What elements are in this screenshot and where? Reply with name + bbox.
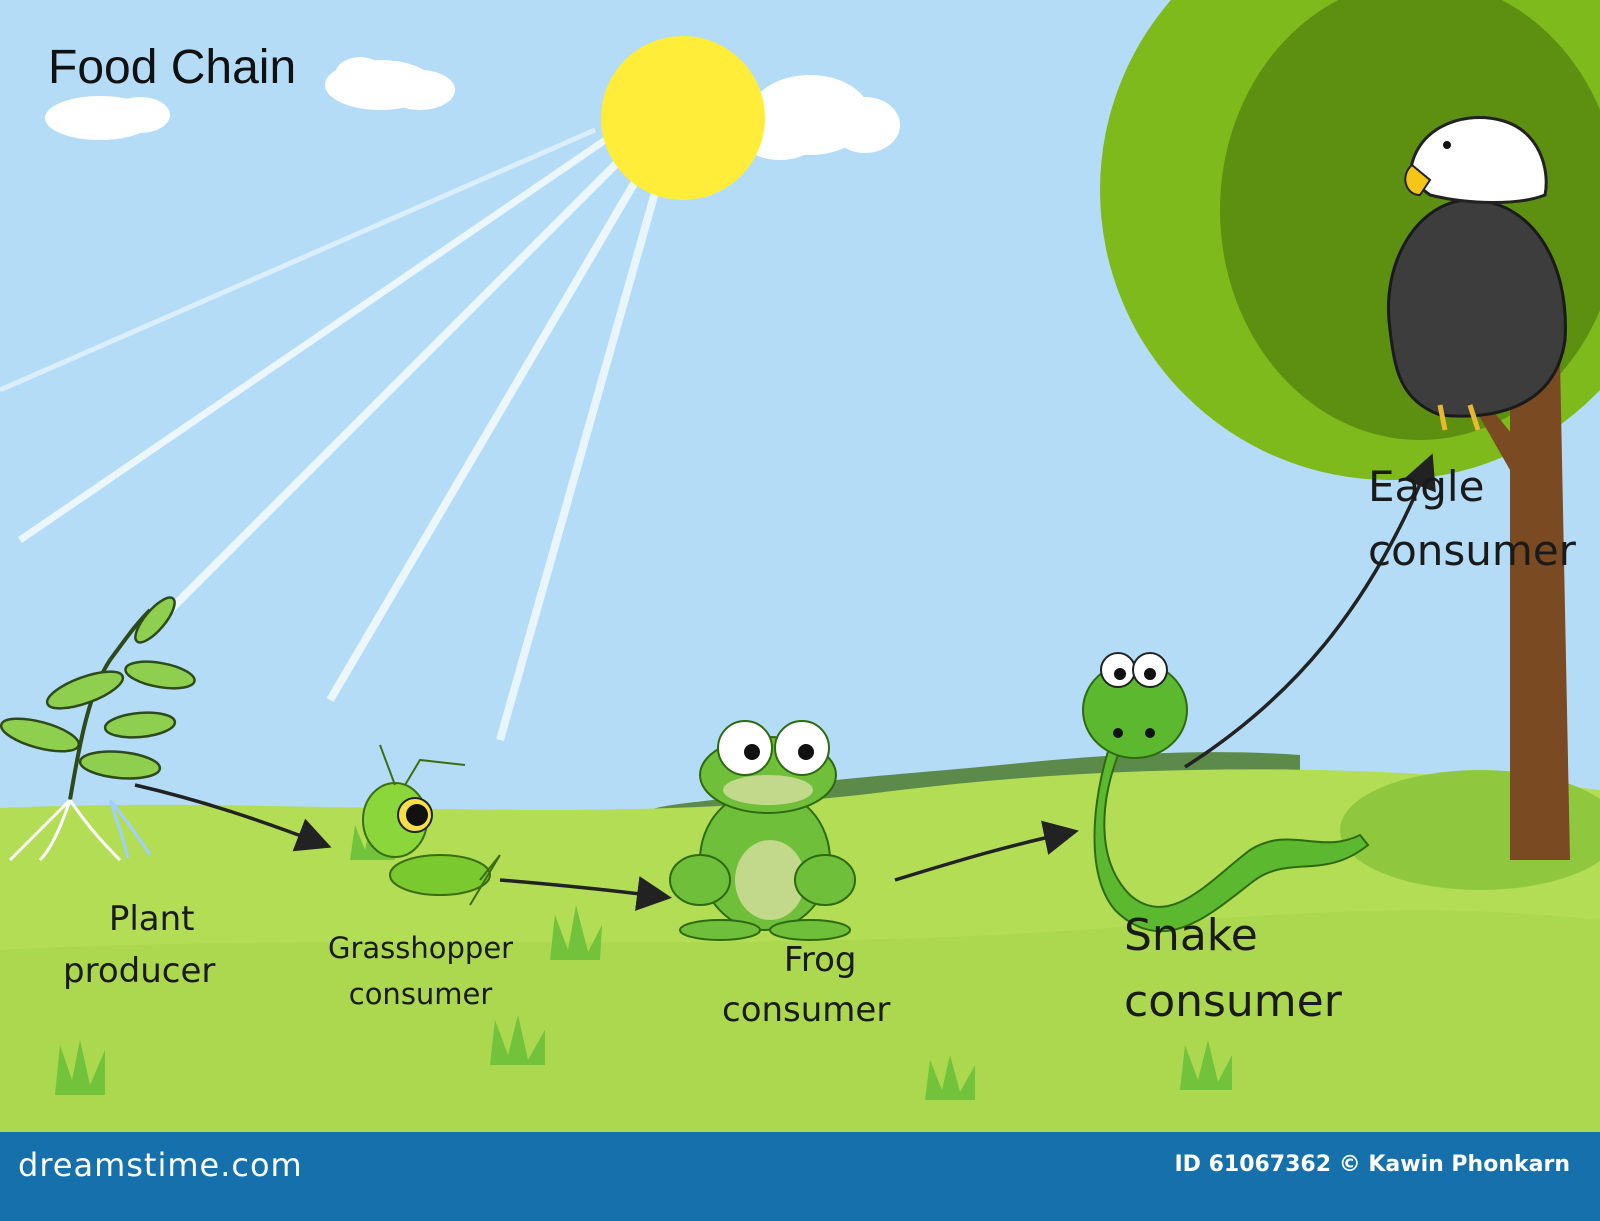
plant-role: producer [63,951,216,991]
sun [601,36,765,200]
grasshopper-label: Grasshopper consumer [328,925,513,1017]
cloud-left [45,57,455,140]
arrow-plant-to-grasshopper [134,783,332,852]
arrow-grasshopper-to-frog [499,876,672,911]
arrow-frog-to-snake [894,820,1079,882]
snake [1082,652,1370,933]
plant-name: Plant [108,899,195,939]
plant-label: Plant producer [63,893,215,997]
grass-tufts [55,818,1232,1100]
grasshopper [362,744,501,906]
snake-name: Snake [1124,910,1258,961]
snake-role: consumer [1124,976,1342,1027]
frog [669,720,856,941]
watermark-footer: dreamstime.com ID 61067362 © Kawin Phonk… [0,1132,1600,1221]
eagle-role: consumer [1368,526,1576,575]
eagle-label: Eagle consumer [1368,455,1576,583]
sun-rays [0,127,664,742]
eagle-name: Eagle [1368,462,1485,511]
snake-label: Snake consumer [1124,903,1342,1035]
plant [0,596,196,862]
diagram-title: Food Chain [48,41,297,94]
frog-name: Frog [783,940,857,980]
energy-arrows [134,453,1436,911]
grasshopper-role: consumer [348,977,493,1011]
footer-brand: dreamstime.com [18,1146,303,1184]
eagle [1387,116,1567,431]
grasshopper-name: Grasshopper [328,931,514,965]
footer-credit: ID 61067362 © Kawin Phonkarn [1174,1152,1570,1177]
frog-role: consumer [722,990,891,1030]
frog-label: Frog consumer [722,935,890,1035]
arrow-snake-to-eagle [1184,453,1436,769]
